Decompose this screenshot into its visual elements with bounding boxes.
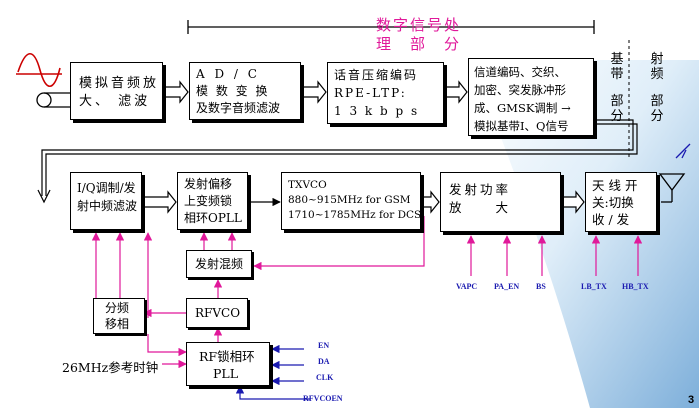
txvco-line1: TXVCO bbox=[288, 179, 327, 191]
rf-pll-line2: PLL bbox=[213, 366, 239, 381]
adc-line3: 及数字音频滤波 bbox=[196, 101, 281, 115]
rfvco-label: RFVCO bbox=[195, 306, 241, 320]
adc-box: A D / C 模 数 变 换 及数字音频滤波 bbox=[189, 62, 301, 120]
pll-input-da: DA bbox=[318, 357, 330, 366]
analog-amp-filter-line1: 模拟音频放 bbox=[79, 76, 160, 91]
tx-mixer-label: 发射混频 bbox=[195, 257, 244, 271]
divider-line1: 分频 bbox=[105, 301, 130, 315]
control-lines bbox=[91, 216, 643, 369]
txvco-line2: 880~915MHz for GSM bbox=[288, 194, 411, 206]
hollow-arrows bbox=[141, 80, 585, 214]
iq-modulator-box: I/Q调制/发 射中频滤波 bbox=[70, 172, 142, 230]
tx-offset-line1: 发射偏移 bbox=[184, 177, 233, 191]
signal-lb-tx: LB_TX bbox=[581, 282, 607, 291]
channel-coder-line3: 成、GMSK调制 → bbox=[474, 101, 571, 115]
antenna-switch-line2: 关:切换 bbox=[592, 195, 634, 210]
rf-label: 射 频 部 分 bbox=[650, 52, 664, 124]
divider-phase-shift-box: 分频 移相 bbox=[93, 298, 145, 334]
tx-offset-line3: 相环OPLL bbox=[184, 211, 242, 225]
adc-line1: A D / C bbox=[196, 67, 260, 81]
signal-pa-en: PA_EN bbox=[494, 282, 520, 291]
baseband-label: 基 带 部 分 bbox=[610, 52, 624, 124]
analog-amp-filter-line2: 大、 滤波 bbox=[79, 94, 151, 109]
antenna-switch-box: 天 线 开 关:切换 收 / 发 bbox=[585, 172, 657, 232]
speech-coder-line3: 1 3 k b p s bbox=[334, 104, 420, 118]
analog-amp-filter-box: 模拟音频放 大、 滤波 bbox=[70, 62, 163, 120]
txvco-line3: 1710~1785MHz for DCS bbox=[288, 209, 421, 221]
tx-offset-opll-box: 发射偏移 上变频锁 相环OPLL bbox=[177, 172, 248, 230]
rf-pll-line1: RF锁相环 bbox=[199, 349, 255, 364]
power-amp-line1: 发射功率 bbox=[449, 182, 512, 197]
signal-hb-tx: HB_TX bbox=[622, 282, 649, 291]
speech-coder-line2: RPE-LTP: bbox=[334, 86, 407, 100]
baseband-connector bbox=[37, 119, 638, 204]
power-amp-box: 发射功率 放 大 bbox=[440, 172, 561, 232]
rf-pll-box: RF锁相环 PLL bbox=[186, 342, 270, 386]
pll-input-lines bbox=[235, 344, 310, 400]
reference-clock-label: 26MHz参考时钟 bbox=[62, 360, 159, 375]
antenna-switch-line3: 收 / 发 bbox=[592, 212, 630, 227]
signal-vapc: VAPC bbox=[456, 282, 478, 291]
digital-section-title-2: 理 部 分 bbox=[376, 35, 462, 53]
signal-bs: BS bbox=[536, 282, 546, 291]
iq-modulator-line1: I/Q调制/发 bbox=[77, 181, 136, 195]
sine-wave-icon bbox=[16, 52, 62, 88]
digital-section-bracket bbox=[187, 20, 595, 34]
speech-coder-line1: 话音压缩编码 bbox=[334, 68, 419, 82]
tx-offset-line2: 上变频锁 bbox=[184, 194, 233, 208]
pll-input-en: EN bbox=[318, 341, 330, 350]
channel-coder-line2: 加密、突发脉冲形 bbox=[474, 83, 566, 97]
background-beam bbox=[470, 60, 699, 408]
channel-coder-box: 信道编码、交织、 加密、突发脉冲形 成、GMSK调制 → 模拟基带I、Q信号 bbox=[468, 58, 594, 136]
txvco-box: TXVCO 880~915MHz for GSM 1710~1785MHz fo… bbox=[281, 172, 421, 230]
channel-coder-line1: 信道编码、交织、 bbox=[474, 65, 566, 79]
channel-coder-line4: 模拟基带I、Q信号 bbox=[474, 119, 569, 133]
antenna-icon bbox=[658, 143, 691, 203]
tx-mixer-box: 发射混频 bbox=[186, 250, 252, 278]
antenna-switch-line1: 天 线 开 bbox=[592, 178, 638, 193]
power-amp-line2: 放 大 bbox=[449, 200, 512, 215]
digital-section-title-1: 数字信号处 bbox=[376, 16, 462, 34]
pll-input-clk: CLK bbox=[316, 373, 334, 382]
microphone-icon bbox=[36, 92, 70, 108]
divider-line2: 移相 bbox=[105, 317, 130, 331]
pll-input-rfvcoen: RFVCOEN bbox=[303, 394, 343, 403]
iq-modulator-line2: 射中频滤波 bbox=[77, 199, 138, 213]
adc-line2: 模 数 变 换 bbox=[196, 84, 270, 98]
rfvco-box: RFVCO bbox=[186, 298, 248, 328]
page-number: 3 bbox=[688, 394, 695, 406]
speech-coder-box: 话音压缩编码 RPE-LTP: 1 3 k b p s bbox=[327, 62, 444, 124]
